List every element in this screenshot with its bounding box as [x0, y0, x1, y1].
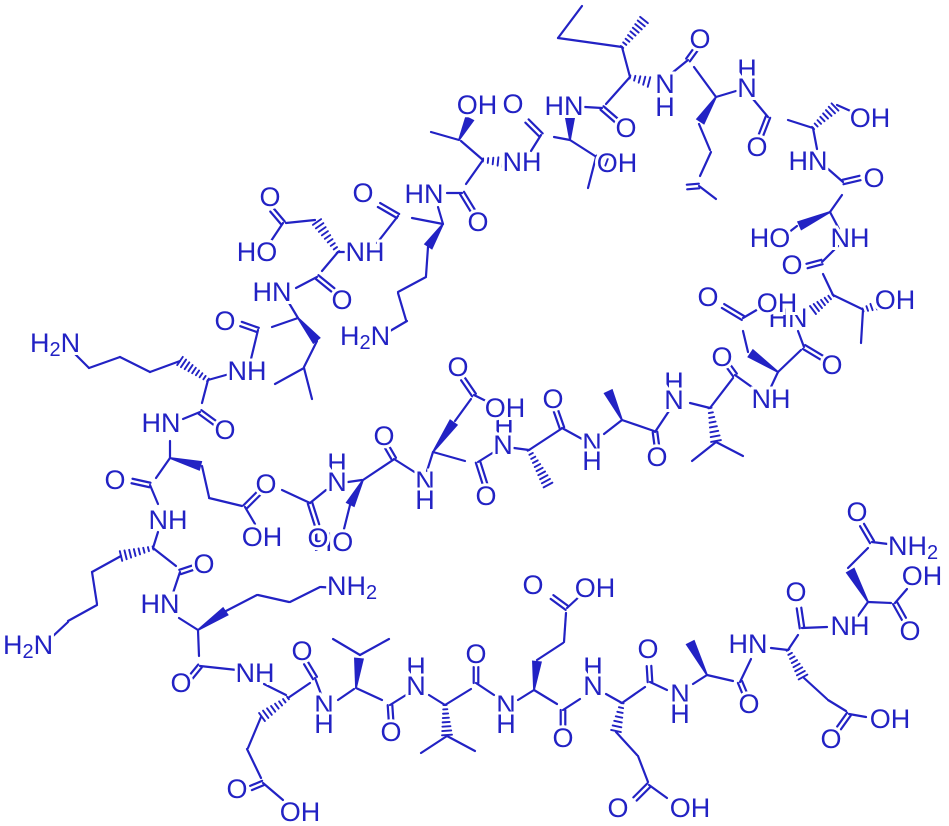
atom-label-N: N [655, 69, 675, 99]
atom-label-O: O [846, 497, 867, 527]
atom-label-O: O [552, 723, 573, 753]
atom-label-O: O [465, 639, 486, 669]
atom-label-H: H [494, 411, 514, 441]
atom-label-HN: HN [769, 303, 808, 333]
atom-label-HN: HN [545, 91, 584, 121]
atom-label-H: H [496, 709, 516, 739]
atom-label-H: H [737, 54, 757, 84]
atom-label-O: O [259, 182, 280, 212]
atom-label-NH: NH [236, 658, 275, 688]
atom-label-O: O [821, 350, 842, 380]
atom-label-O: O [781, 250, 802, 280]
atom-label-O: O [331, 285, 352, 315]
atom-label-H2N: H2N [3, 630, 53, 663]
atom-label-O: O [214, 415, 235, 445]
atom-label-O: O [373, 421, 394, 451]
atom-label-O: O [820, 724, 841, 754]
atom-label-O: O [104, 465, 125, 495]
atom-label-N: N [327, 467, 347, 497]
atom-label-O: O [307, 523, 328, 553]
atom-label-H: H [670, 699, 690, 729]
atom-label-H: H [314, 709, 334, 739]
atom-label-O: O [475, 481, 496, 511]
atom-label-NH: NH [752, 384, 791, 414]
atom-label-H: H [327, 448, 347, 478]
atom-label-OH: OH [850, 103, 891, 133]
atom-label-O: O [255, 469, 276, 499]
atom-label-HO: HO [237, 237, 278, 267]
atom-label-N: N [406, 671, 426, 701]
atom-label-OH: OH [757, 288, 798, 318]
atom-label-H: H [406, 652, 426, 682]
atom-label-N: N [670, 679, 690, 709]
atom-label-OH: OH [485, 393, 526, 423]
atom-label-OH: OH [870, 704, 911, 734]
atom-label-HO: HO [313, 527, 354, 557]
atom-label-O: O [542, 384, 563, 414]
atom-label-H: H [415, 485, 435, 515]
atom-label-H: H [655, 92, 675, 122]
atom-label-OH: OH [242, 522, 283, 552]
atom-label-O: O [522, 570, 543, 600]
atom-label-O: O [785, 577, 806, 607]
atom-label-OH: OH [902, 561, 943, 591]
atom-label-O: O [352, 178, 373, 208]
atom-label-H2N: H2N [30, 328, 80, 361]
atom-label-O: O [738, 689, 759, 719]
atom-label-OH: OH [875, 285, 916, 315]
atom-label-H2N: H2N [340, 321, 390, 354]
atom-label-HN: HN [729, 629, 768, 659]
atom-label-N: N [493, 430, 513, 460]
atom-label-NH: NH [831, 223, 870, 253]
atom-label-HO: HO [750, 223, 791, 253]
atom-label-N: N [496, 690, 516, 720]
atom-label-NH: NH [503, 147, 542, 177]
atom-label-O: O [646, 442, 667, 472]
atom-label-O: O [226, 774, 247, 804]
atom-label-O: O [689, 24, 710, 54]
atom-label-OH: OH [670, 793, 711, 823]
atom-label-O: O [607, 793, 628, 823]
atom-label-O: O [502, 89, 523, 119]
atom-label-HN: HN [253, 277, 292, 307]
atom-label-O: O [291, 636, 312, 666]
atom-label-O: O [170, 668, 191, 698]
atom-label-NH: NH [346, 237, 385, 267]
atom-label-NH2: NH2 [888, 531, 938, 564]
atom-label-O: O [863, 163, 884, 193]
atom-label-OH: OH [597, 148, 638, 178]
atom-label-OH: OH [575, 573, 616, 603]
atom-label-H: H [582, 446, 602, 476]
atom-label-OH: OH [280, 797, 321, 826]
atom-label-H: H [664, 367, 684, 397]
atom-label-N: N [664, 385, 684, 415]
atom-label-O: O [447, 352, 468, 382]
atom-label-O: O [380, 717, 401, 747]
atom-label-NH: NH [149, 505, 188, 535]
atom-label-NH2: NH2 [327, 571, 377, 604]
atom-label-O: O [214, 306, 235, 336]
atom-label-O: O [467, 207, 488, 237]
atom-label-O: O [615, 113, 636, 143]
atom-label-HN: HN [789, 146, 828, 176]
atom-label-N: N [314, 690, 334, 720]
atom-label-O: O [899, 616, 920, 646]
atom-label-O: O [637, 634, 658, 664]
atom-label-O: O [711, 342, 732, 372]
atom-label-HN: HN [141, 589, 180, 619]
atom-label-HN: HN [142, 408, 181, 438]
atom-label-OH: OH [457, 90, 498, 120]
atom-label-N: N [583, 671, 603, 701]
atom-label-N: N [582, 428, 602, 458]
atom-label-O: O [697, 282, 718, 312]
atom-label-H: H [583, 652, 603, 682]
atom-label-N: N [415, 466, 435, 496]
atom-label-HN: HN [405, 179, 444, 209]
atom-label-O: O [193, 549, 214, 579]
atom-label-N: N [737, 73, 757, 103]
atom-label-NH: NH [831, 611, 870, 641]
atom-label-O: O [746, 132, 767, 162]
atom-label-NH: NH [228, 356, 267, 386]
